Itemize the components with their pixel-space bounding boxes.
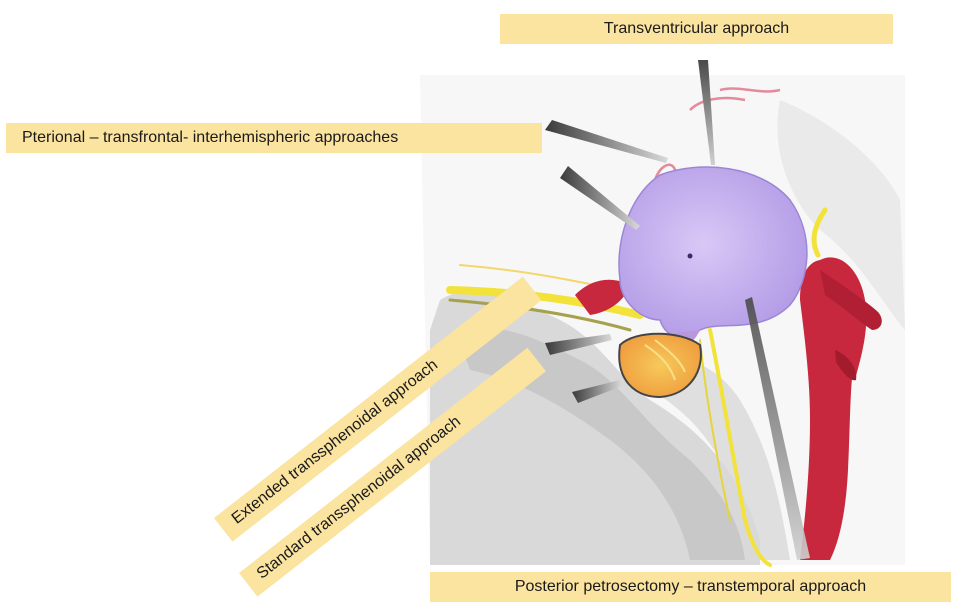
pterional-approach-label: Pterional – transfrontal- interhemispher… [6, 123, 542, 153]
transventricular-approach-label: Transventricular approach [500, 14, 893, 44]
posterior-petrosectomy-approach-label: Posterior petrosectomy – transtemporal a… [430, 572, 951, 602]
